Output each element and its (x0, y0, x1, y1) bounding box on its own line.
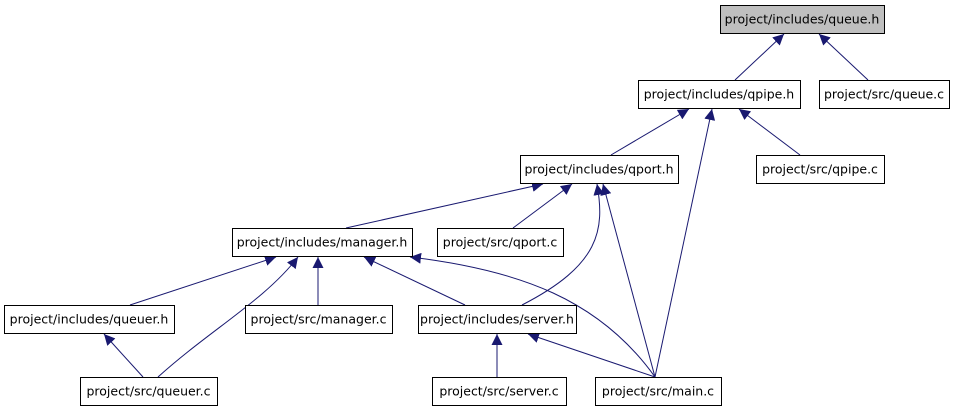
edge-main_c-to-qpipe_h (654, 108, 716, 378)
edges-layer (103, 33, 869, 378)
node-box (638, 80, 801, 109)
edge-server_h-to-qport_h (521, 183, 605, 306)
node-box (720, 5, 885, 34)
node-box (520, 155, 679, 184)
node-box (4, 305, 175, 334)
edge-qport_c-to-qport_h (512, 183, 573, 229)
node-label: project/includes/qport.h (524, 162, 673, 177)
node-box (595, 377, 722, 406)
node-label: project/includes/qpipe.h (644, 87, 794, 102)
node-server-h[interactable]: project/includes/server.h (418, 305, 577, 334)
node-box (819, 80, 950, 109)
node-queuer-h[interactable]: project/includes/queuer.h (4, 305, 175, 334)
node-box (437, 228, 564, 257)
node-label: project/src/queuer.c (86, 384, 210, 399)
node-label: project/src/manager.c (251, 312, 387, 327)
node-label: project/includes/queue.h (725, 12, 880, 27)
node-label: project/includes/manager.h (237, 235, 408, 250)
node-label: project/src/server.c (439, 384, 558, 399)
edge-qpipe_c-to-qpipe_h (738, 108, 801, 156)
node-label: project/src/main.c (602, 384, 714, 399)
edge-server_h-to-manager_h (363, 256, 466, 306)
node-label: project/src/qport.c (443, 235, 558, 250)
edge-qport_h-to-qpipe_h (610, 108, 690, 156)
edge-queuer_c-to-manager_h (157, 256, 299, 378)
edge-main_c-to-server_h (527, 332, 656, 378)
edge-queuer_h-to-manager_h (129, 255, 277, 306)
node-box (432, 377, 567, 406)
node-label: project/includes/queuer.h (10, 312, 169, 327)
node-manager-c[interactable]: project/src/manager.c (245, 305, 393, 334)
node-qport-c[interactable]: project/src/qport.c (437, 228, 564, 257)
nodes-layer: project/includes/queue.h project/includes… (4, 5, 950, 406)
node-main-c[interactable]: project/src/main.c (595, 377, 722, 406)
edge-main_c-to-manager_h (409, 252, 656, 378)
node-label: project/src/qpipe.c (762, 162, 878, 177)
edge-queue_c-to-queue_h (818, 33, 869, 81)
node-label: project/src/queue.c (824, 87, 944, 102)
node-box (80, 377, 218, 406)
node-manager-h[interactable]: project/includes/manager.h (232, 228, 413, 257)
node-qpipe-c[interactable]: project/src/qpipe.c (756, 155, 885, 184)
edge-manager_h-to-qport_h (345, 181, 544, 229)
node-box (245, 305, 393, 334)
node-box (756, 155, 885, 184)
node-server-c[interactable]: project/src/server.c (432, 377, 567, 406)
node-queue-h[interactable]: project/includes/queue.h (720, 5, 885, 34)
node-queuer-c[interactable]: project/src/queuer.c (80, 377, 218, 406)
node-label: project/includes/server.h (420, 312, 574, 327)
node-queue-c[interactable]: project/src/queue.c (819, 80, 950, 109)
edge-queuer_c-to-queuer_h (103, 333, 144, 378)
node-box (418, 305, 577, 334)
node-box (232, 228, 413, 257)
edge-qpipe_h-to-queue_h (734, 33, 785, 81)
node-qport-h[interactable]: project/includes/qport.h (520, 155, 679, 184)
node-qpipe-h[interactable]: project/includes/qpipe.h (638, 80, 801, 109)
edge-main_c-to-qport_h (600, 183, 656, 378)
